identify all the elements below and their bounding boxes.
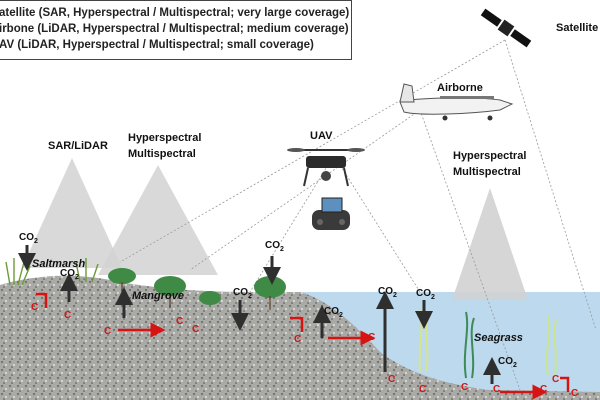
saltmarsh-label: Saltmarsh: [32, 258, 86, 270]
sediment: [0, 275, 600, 400]
legend-uav: AV (LiDAR, Hyperspectral / Multispectral…: [0, 39, 314, 51]
carbon-label: C: [176, 316, 184, 327]
sar-lidar-label: SAR/LiDAR: [48, 140, 108, 152]
carbon-label: C: [461, 382, 469, 393]
co2-label: CO2: [378, 286, 397, 299]
carbon-label: C: [419, 384, 427, 395]
carbon-label: C: [368, 332, 376, 343]
carbon-label: C: [388, 374, 396, 385]
hyperspectral-right-cone: [452, 188, 528, 300]
satellite-label: Satellite: [556, 22, 599, 34]
uav-label: UAV: [310, 130, 333, 142]
legend-airborne: irbone (LiDAR, Hyperspectral / Multispec…: [0, 23, 349, 35]
drone-icon: [287, 148, 365, 187]
carbon-label: C: [64, 310, 72, 321]
seagrass-label: Seagrass: [474, 332, 523, 344]
co2-label: CO2: [60, 268, 79, 281]
satellite-icon: [480, 8, 532, 48]
multispectral-left-label: Multispectral: [128, 148, 196, 160]
carbon-transport: [36, 292, 570, 400]
carbon-label: C: [104, 326, 112, 337]
hyperspectral-left-label: Hyperspectral: [128, 132, 202, 144]
sar-lidar-cone: [22, 158, 122, 268]
co2-arrows: [18, 245, 501, 384]
co2-label: CO2: [19, 232, 38, 245]
hyperspectral-right-label: Hyperspectral: [453, 150, 527, 162]
legend-satellite: atellite (SAR, Hyperspectral / Multispec…: [0, 7, 350, 19]
co2-label: CO2: [416, 288, 435, 301]
carbon-label: C: [571, 388, 579, 399]
mangrove-label: Mangrove: [132, 290, 184, 302]
carbon-label: C: [31, 302, 39, 313]
carbon-label: C: [192, 324, 200, 335]
carbon-label: C: [540, 384, 548, 395]
co2-label: CO2: [265, 240, 284, 253]
airplane-icon: [399, 83, 514, 121]
carbon-label: C: [552, 374, 560, 385]
hyperspectral-left-cone: [98, 165, 218, 275]
carbon-label: C: [493, 384, 501, 395]
multispectral-right-label: Multispectral: [453, 166, 521, 178]
airborne-label: Airborne: [437, 82, 483, 94]
saltmarsh-grass: [5, 258, 99, 286]
sensor-legend: atellite (SAR, Hyperspectral / Multispec…: [0, 0, 352, 60]
co2-label: CO2: [498, 356, 517, 369]
co2-label: CO2: [233, 287, 252, 300]
co2-label: CO2: [324, 306, 343, 319]
carbon-label: C: [294, 334, 302, 345]
controller-icon: [312, 197, 350, 230]
